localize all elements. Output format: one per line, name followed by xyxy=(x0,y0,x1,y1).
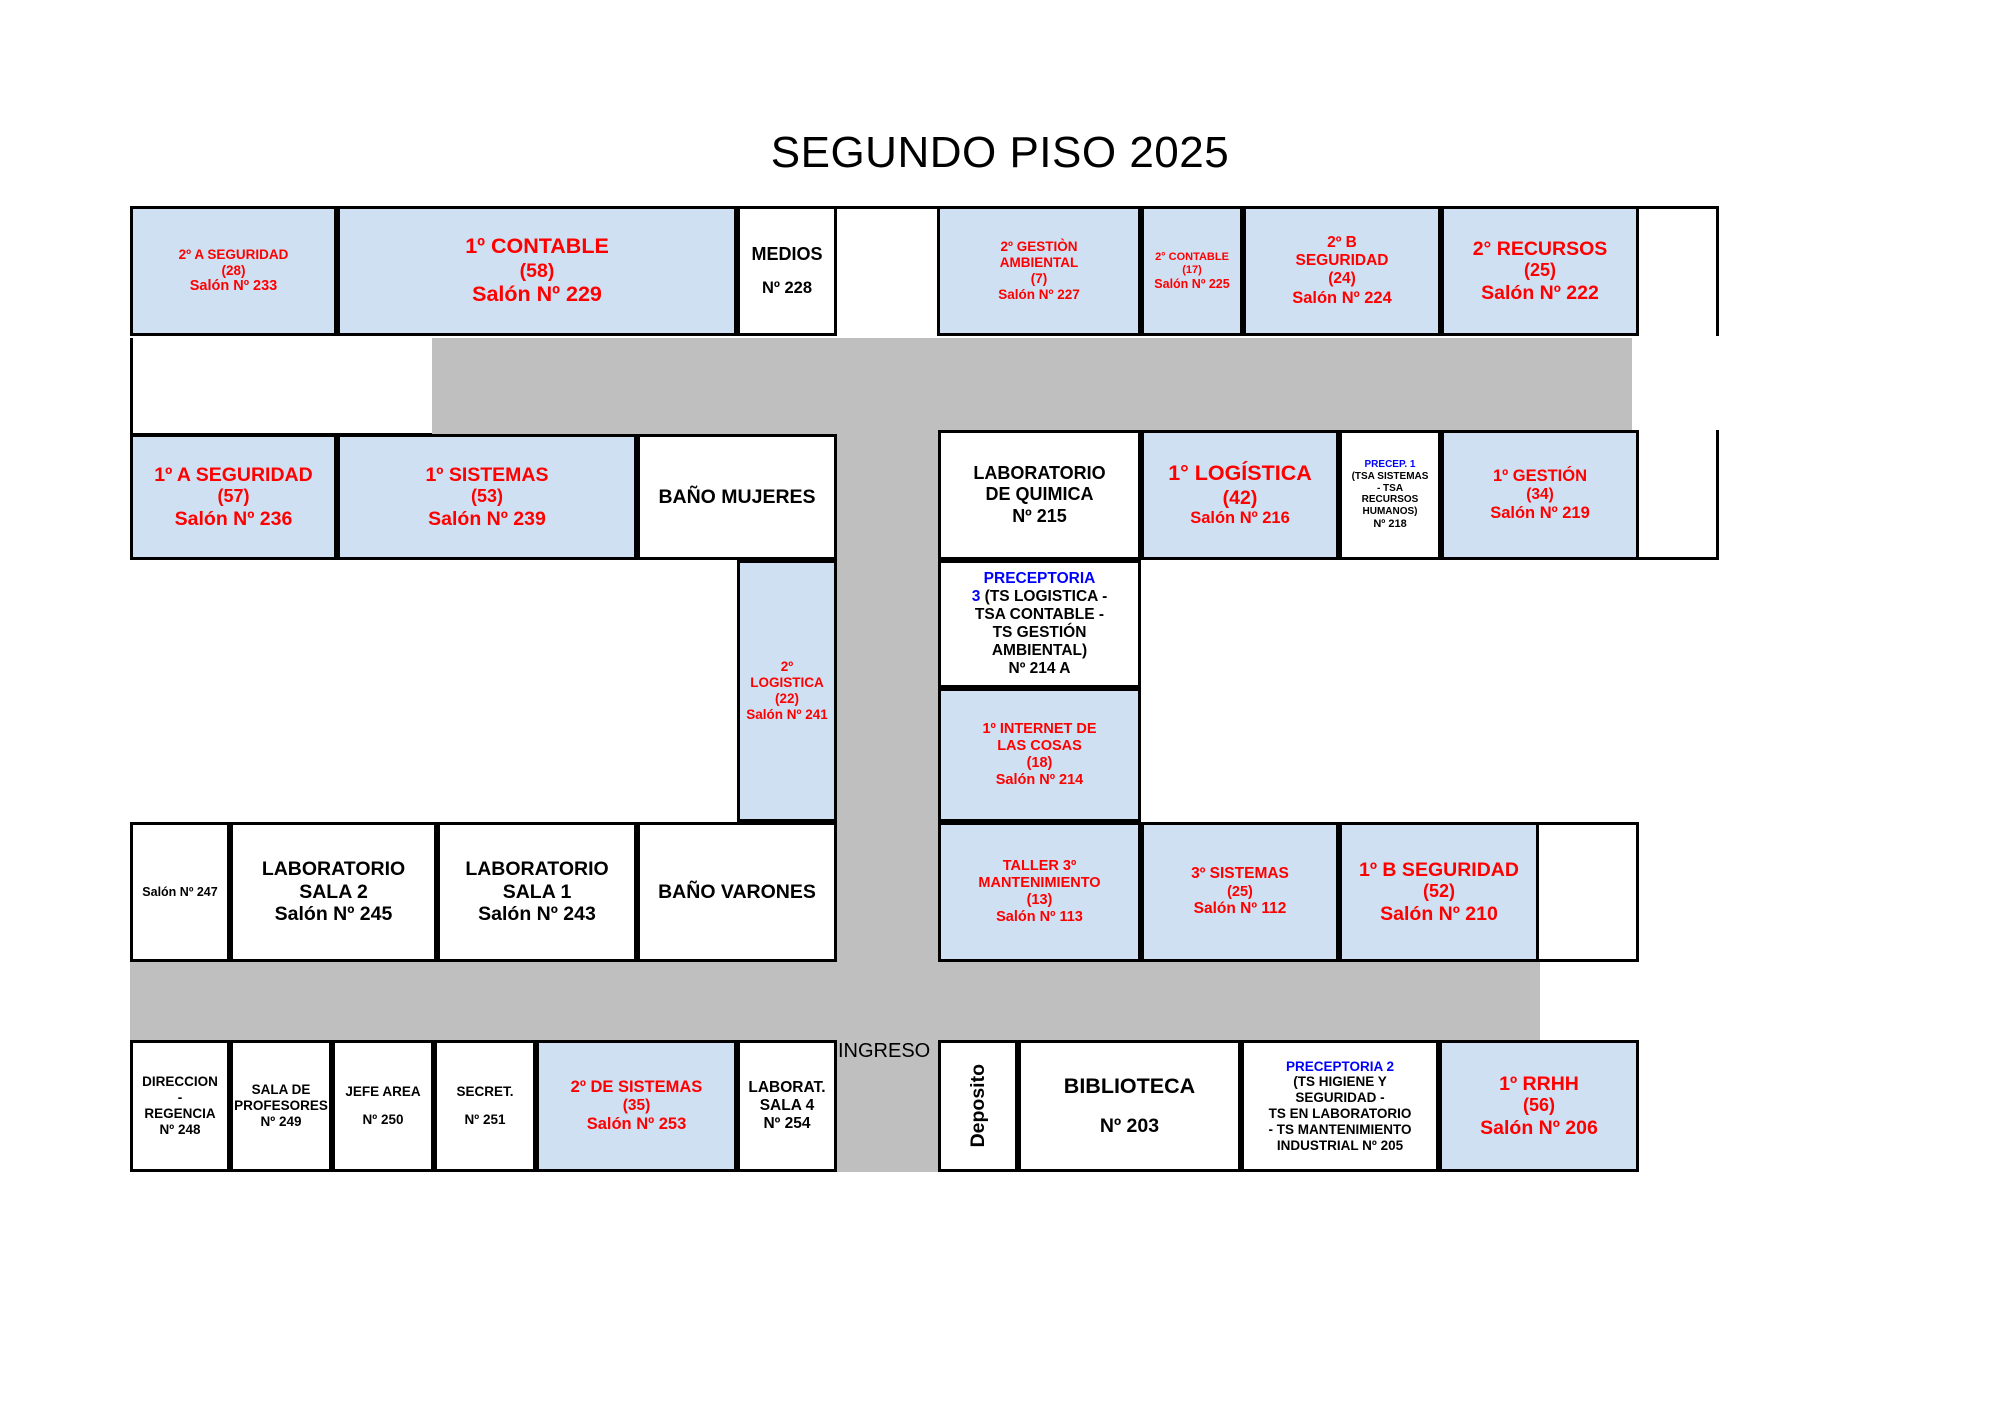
room-219[interactable]: 1º GESTIÓN (34) Salón Nº 219 xyxy=(1441,430,1639,560)
room-243-laboratorio-sala-1[interactable]: LABORATORIO SALA 1 Salón Nº 243 xyxy=(437,822,637,962)
room-253[interactable]: 2º DE SISTEMAS (35) Salón Nº 253 xyxy=(536,1040,737,1172)
corridor-ingreso xyxy=(830,1040,938,1172)
room-227[interactable]: 2º GESTIÒN AMBIENTAL (7) Salón Nº 227 xyxy=(937,206,1141,336)
room-241[interactable]: 2º LOGISTICA (22) Salón Nº 241 xyxy=(737,560,837,822)
room-218-preceptoria-1[interactable]: PRECEP. 1 (TSA SISTEMAS - TSA RECURSOS H… xyxy=(1339,430,1441,560)
room-239[interactable]: 1º SISTEMAS (53) Salón Nº 239 xyxy=(337,434,637,560)
room-215-laboratorio-quimica[interactable]: LABORATORIO DE QUIMICA Nº 215 xyxy=(938,430,1141,560)
room-205-preceptoria-2[interactable]: PRECEPTORIA 2 (TS HIGIENE Y SEGURIDAD - … xyxy=(1241,1040,1439,1172)
room-203-biblioteca[interactable]: BIBLIOTECA Nº 203 xyxy=(1018,1040,1241,1172)
deposito[interactable]: Deposito xyxy=(938,1040,1018,1172)
row3-right-tail xyxy=(1539,822,1639,962)
room-250-jefe-area[interactable]: JEFE AREA Nº 250 xyxy=(332,1040,434,1172)
room-229[interactable]: 1º CONTABLE (58) Salón Nº 229 xyxy=(337,206,737,336)
corridor-top-horizontal xyxy=(432,338,1632,436)
preceptoria-3-number: 3 xyxy=(971,587,981,605)
room-206[interactable]: 1º RRHH (56) Salón Nº 206 xyxy=(1439,1040,1639,1172)
room-113-taller[interactable]: TALLER 3º MANTENIMIENTO (13) Salón Nº 11… xyxy=(938,822,1141,962)
room-228-medios[interactable]: MEDIOS Nº 228 xyxy=(737,206,837,336)
room-222[interactable]: 2° RECURSOS (25) Salón Nº 222 xyxy=(1441,206,1639,336)
room-210[interactable]: 1º B SEGURIDAD (52) Salón Nº 210 xyxy=(1339,822,1539,962)
room-249-sala-profesores[interactable]: SALA DE PROFESORES Nº 249 xyxy=(230,1040,332,1172)
west-block-upper xyxy=(130,338,432,436)
corridor-bottom-horizontal xyxy=(130,962,1540,1040)
corridor-vertical-main xyxy=(830,338,938,1060)
row2-right-tail xyxy=(1639,430,1719,560)
room-225[interactable]: 2° CONTABLE (17) Salón Nº 225 xyxy=(1141,206,1243,336)
page-title: SEGUNDO PISO 2025 xyxy=(770,128,1230,177)
room-214a-preceptoria-3[interactable]: PRECEPTORIA 3 (TS LOGISTICA - TSA CONTAB… xyxy=(938,560,1141,688)
bano-mujeres[interactable]: BAÑO MUJERES xyxy=(637,434,837,560)
room-224[interactable]: 2º B SEGURIDAD (24) Salón Nº 224 xyxy=(1243,206,1441,336)
room-216[interactable]: 1° LOGÍSTICA (42) Salón Nº 216 xyxy=(1141,430,1339,560)
top-right-tail xyxy=(1639,206,1719,336)
gap-top-open xyxy=(837,206,937,336)
room-247[interactable]: Salón Nº 247 xyxy=(130,822,230,962)
preceptoria-3-detail: (TS LOGISTICA - xyxy=(980,587,1108,605)
room-254-laborat-sala-4[interactable]: LABORAT. SALA 4 Nº 254 xyxy=(737,1040,837,1172)
room-214[interactable]: 1º INTERNET DE LAS COSAS (18) Salón Nº 2… xyxy=(938,688,1141,822)
room-112[interactable]: 3º SISTEMAS (25) Salón Nº 112 xyxy=(1141,822,1339,962)
room-248-direccion[interactable]: DIRECCION - REGENCIA Nº 248 xyxy=(130,1040,230,1172)
ingreso-label: INGRESO xyxy=(838,1040,931,1062)
room-236[interactable]: 1º A SEGURIDAD (57) Salón Nº 236 xyxy=(130,434,337,560)
room-251-secretaria[interactable]: SECRET. Nº 251 xyxy=(434,1040,536,1172)
bano-varones[interactable]: BAÑO VARONES xyxy=(637,822,837,962)
room-245-laboratorio-sala-2[interactable]: LABORATORIO SALA 2 Salón Nº 245 xyxy=(230,822,437,962)
room-233[interactable]: 2º A SEGURIDAD (28) Salón Nº 233 xyxy=(130,206,337,336)
